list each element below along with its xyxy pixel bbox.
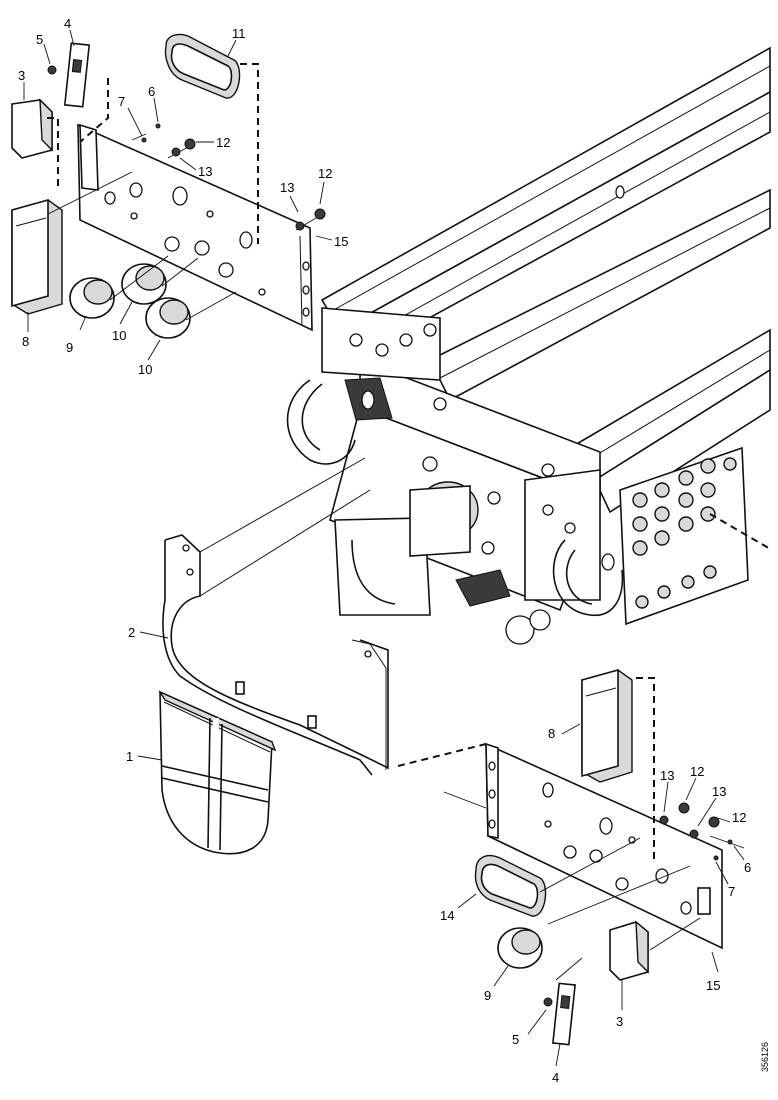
callout-12-top-a: 12 (216, 135, 230, 150)
callout-13-top-a: 13 (198, 164, 212, 179)
callout-8-bottom: 8 (548, 726, 555, 741)
callout-4-bottom: 4 (552, 1070, 559, 1085)
callout-15-top: 15 (334, 234, 348, 249)
callout-10-top-a: 10 (112, 328, 126, 343)
callout-6-top: 6 (148, 84, 155, 99)
lamp-round-10-top-a (121, 263, 167, 305)
callout-13-bottom-a: 13 (660, 768, 674, 783)
callout-11: 11 (232, 26, 246, 41)
chassis-frame (286, 46, 773, 645)
callout-15-bottom: 15 (706, 978, 720, 993)
lamp-round-9-top (69, 277, 115, 319)
callout-14: 14 (440, 908, 454, 923)
lamp-clearance-top (164, 33, 241, 99)
callout-7-top: 7 (118, 94, 125, 109)
mudflap (158, 690, 277, 855)
reflector-strip-bottom (552, 982, 576, 1046)
lamp-side-marker-top (11, 98, 53, 159)
upper-hardware (47, 65, 326, 231)
lamp-round-9-bottom (497, 927, 543, 969)
callout-3-bottom: 3 (616, 1014, 623, 1029)
lamp-side-marker-bottom (609, 920, 649, 981)
callout-9-top: 9 (66, 340, 73, 355)
callout-2: 2 (128, 625, 135, 640)
lamp-rear-combination-right (581, 668, 633, 783)
callout-5-bottom: 5 (512, 1032, 519, 1047)
lower-guides (397, 677, 745, 981)
connector-grid (632, 457, 737, 609)
callout-12-top-b: 12 (318, 166, 332, 181)
callout-12-bottom-a: 12 (690, 764, 704, 779)
document-number: 356126 (760, 1042, 770, 1072)
upper-lamp-plate (77, 123, 313, 332)
callout-12-bottom-b: 12 (732, 810, 746, 825)
callout-3-top: 3 (18, 68, 25, 83)
lamp-rear-combination-left (11, 198, 63, 315)
callouts: 1 2 3 4 5 6 7 8 9 10 10 11 12 12 13 13 1… (18, 16, 751, 1085)
callout-10-top-b: 10 (138, 362, 152, 377)
callout-9-bottom: 9 (484, 988, 491, 1003)
callout-7-bottom: 7 (728, 884, 735, 899)
callout-1: 1 (126, 749, 133, 764)
lamp-clearance-bottom (474, 854, 547, 917)
callout-leaders (23, 29, 745, 1067)
callout-8-top: 8 (22, 334, 29, 349)
reflector-strip-top (63, 42, 91, 108)
upper-guides (44, 63, 317, 321)
callout-5-top: 5 (36, 32, 43, 47)
lamp-round-10-top-b (145, 297, 191, 339)
callout-6-bottom: 6 (744, 860, 751, 875)
bumper-bar (162, 457, 389, 776)
callout-13-top-b: 13 (280, 180, 294, 195)
callout-13-bottom-b: 13 (712, 784, 726, 799)
lower-lamp-plate (485, 742, 723, 950)
callout-4-top: 4 (64, 16, 71, 31)
lower-hardware (543, 802, 733, 1007)
